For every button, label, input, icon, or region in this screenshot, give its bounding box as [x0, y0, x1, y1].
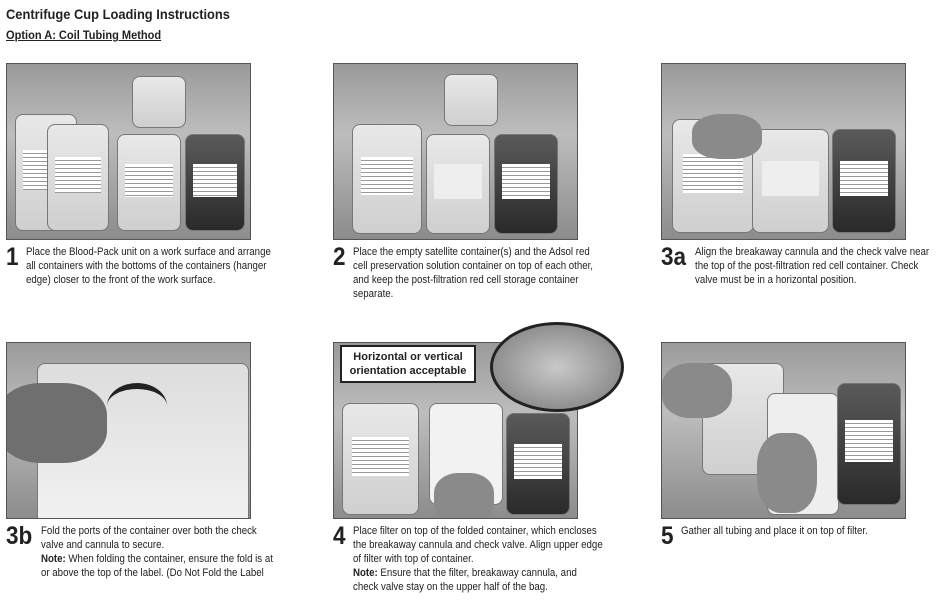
orientation-callout: Horizontal or vertical orientation accep…	[340, 345, 476, 383]
text-line: or above the top of the label. (Do Not F…	[41, 567, 264, 579]
text-line: all containers with the bottoms of the c…	[25, 260, 267, 272]
photo-step-1	[6, 63, 251, 240]
note-line: Note: When folding the container, ensure…	[41, 552, 273, 566]
step-number: 3a	[661, 243, 687, 271]
step-number: 2	[333, 243, 346, 271]
text-line: of filter with top of container.	[352, 553, 474, 565]
photo-step-3a	[661, 63, 906, 240]
text-line: Place filter on top of the folded contai…	[352, 525, 597, 537]
text-line: Align the breakaway cannula and the chec…	[694, 246, 929, 258]
photo-step-2	[333, 63, 578, 240]
photo-step-5	[661, 342, 906, 519]
callout-line: Horizontal or vertical	[353, 351, 463, 363]
step-number: 3b	[6, 522, 33, 550]
note-text: When folding the container, ensure the f…	[65, 553, 274, 565]
text-line: Place the empty satellite container(s) a…	[352, 246, 590, 258]
step-number: 5	[661, 522, 674, 550]
step-text: Place the empty satellite container(s) a…	[353, 245, 593, 301]
text-line: Fold the ports of the container over bot…	[41, 525, 257, 537]
callout-line: orientation acceptable	[349, 365, 467, 377]
text-line: cell preservation solution container on …	[352, 260, 593, 272]
note-line: Note: Ensure that the filter, breakaway …	[353, 566, 603, 580]
step-5: 5 Gather all tubing and place it on top …	[661, 522, 893, 550]
step-text: Align the breakaway cannula and the chec…	[695, 245, 929, 287]
step-number: 4	[333, 522, 346, 550]
text-line: Place the Blood-Pack unit on a work surf…	[25, 246, 271, 258]
text-line: Gather all tubing and place it on top of…	[680, 525, 868, 537]
text-line: and keep the post-filtration red cell st…	[352, 274, 579, 286]
step-text: Gather all tubing and place it on top of…	[681, 524, 868, 548]
page-subtitle: Option A: Coil Tubing Method	[6, 28, 162, 42]
step-text: Place the Blood-Pack unit on a work surf…	[26, 245, 271, 287]
step-text: Fold the ports of the container over bot…	[41, 524, 273, 580]
note-text: Ensure that the filter, breakaway cannul…	[377, 567, 577, 579]
step-4: 4 Place filter on top of the folded cont…	[333, 524, 637, 594]
page-title: Centrifuge Cup Loading Instructions	[6, 6, 230, 22]
detail-callout-circle	[490, 322, 624, 412]
step-2: 2 Place the empty satellite container(s)…	[333, 245, 626, 301]
text-line: separate.	[352, 288, 394, 300]
photo-step-3b	[6, 342, 251, 519]
text-line: check valve stay on the upper half of th…	[352, 581, 548, 593]
step-number: 1	[6, 243, 19, 271]
step-3b: 3b Fold the ports of the container over …	[6, 524, 305, 580]
text-line: valve and cannula to secure.	[41, 539, 165, 551]
step-3a: 3a Align the breakaway cannula and the c…	[661, 245, 947, 287]
note-label: Note:	[41, 553, 66, 565]
note-label: Note:	[352, 567, 378, 579]
text-line: the top of the post-filtration red cell …	[694, 260, 919, 272]
text-line: edge) closer to the front of the work su…	[25, 274, 216, 286]
text-line: valve must be in a horizontal position.	[694, 274, 857, 286]
step-text: Place filter on top of the folded contai…	[353, 524, 603, 594]
text-line: the breakaway cannula and check valve. A…	[352, 539, 603, 551]
step-1: 1 Place the Blood-Pack unit on a work su…	[6, 245, 304, 287]
arrow-icon	[107, 383, 167, 429]
